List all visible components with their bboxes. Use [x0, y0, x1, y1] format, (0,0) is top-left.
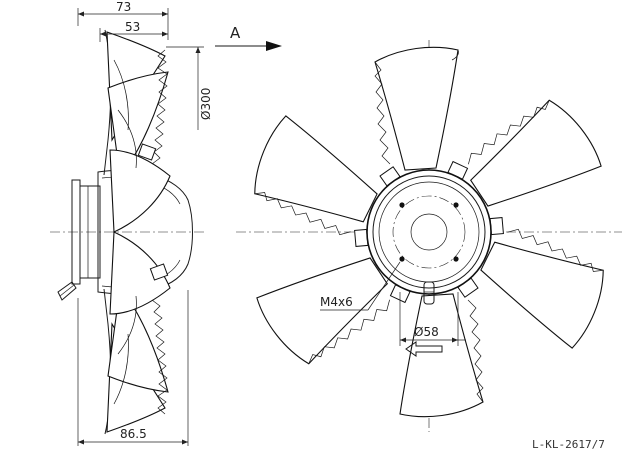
front-view [236, 40, 622, 432]
dim-depth-total: 73 [116, 0, 131, 14]
view-label: A [230, 24, 241, 42]
view-arrow-a: A [215, 24, 282, 51]
dim-depth-hub: 53 [125, 20, 140, 34]
front-annotations: M4x6 Ø58 [320, 261, 466, 357]
dim-diameter: Ø300 [199, 88, 213, 120]
side-view [50, 29, 205, 435]
dim-hub-diameter: Ø58 [414, 325, 439, 339]
dim-depth-bottom: 86.5 [120, 427, 147, 441]
side-dimensions: 73 53 Ø300 86.5 [77, 0, 213, 446]
drawing-code: L-KL-2617/7 [532, 438, 605, 451]
thread-label: M4x6 [320, 295, 353, 309]
